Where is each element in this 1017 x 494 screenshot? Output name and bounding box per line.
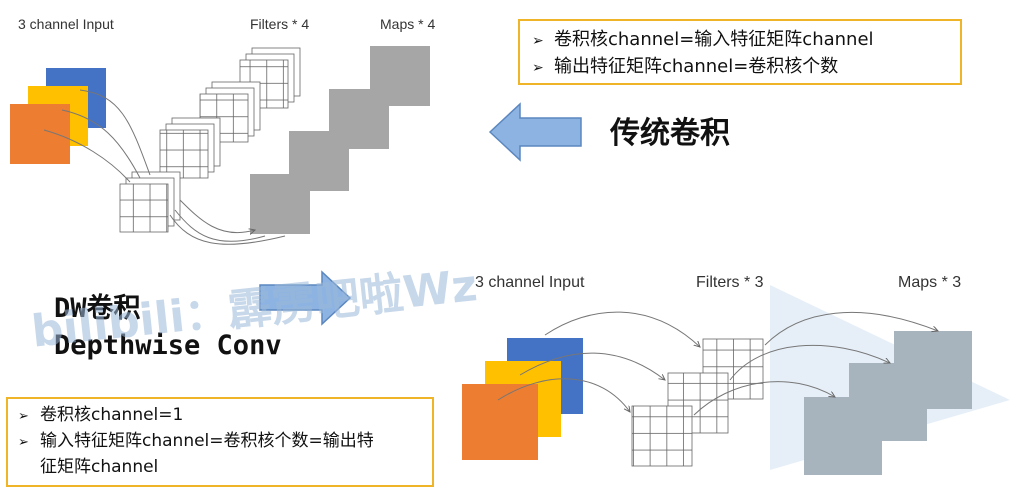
bottom-info-text-1: 卷积核channel=1	[40, 405, 184, 425]
triangle-bullet-icon: ➢	[18, 409, 29, 424]
bottom-info-box: ➢ 卷积核channel=1 ➢ 输入特征矩阵channel=卷积核个数=输出特 征…	[6, 397, 434, 487]
top-connector-curves	[43, 89, 286, 245]
bottom-filters-label: Filters * 3	[696, 274, 764, 291]
top-input-stack	[10, 68, 106, 164]
dw-conv-title: DW卷积	[54, 293, 141, 324]
top-info-text-1: 卷积核channel=输入特征矩阵channel	[554, 29, 874, 50]
top-filter-2	[159, 117, 221, 179]
bottom-map-3	[804, 397, 882, 475]
bottom-input-stack	[462, 338, 583, 460]
left-arrow-icon	[488, 102, 582, 162]
triangle-bullet-icon: ➢	[532, 60, 544, 76]
top-info-box: ➢ 卷积核channel=输入特征矩阵channel ➢ 输出特征矩阵channel…	[518, 19, 962, 85]
top-filters	[119, 47, 301, 233]
bottom-connector-curves	[497, 311, 938, 416]
depthwise-conv-title: Depthwise Conv	[54, 330, 282, 361]
bottom-info-text-2: 输入特征矩阵channel=卷积核个数=输出特	[40, 431, 374, 451]
bottom-filter-3	[631, 405, 693, 467]
bottom-maps	[804, 331, 972, 475]
top-map-1	[250, 174, 310, 234]
bottom-info-item-2-cont: 征矩阵channel	[40, 457, 159, 477]
right-arrow-icon	[259, 270, 352, 326]
bottom-info-item-1: ➢ 卷积核channel=1	[18, 403, 422, 429]
bottom-filters	[631, 338, 764, 467]
top-filters-label: Filters * 4	[250, 16, 310, 32]
top-info-item-1: ➢ 卷积核channel=输入特征矩阵channel	[532, 27, 948, 54]
triangle-bullet-icon: ➢	[532, 33, 544, 49]
triangle-bullet-icon: ➢	[18, 435, 29, 450]
top-info-text-2: 输出特征矩阵channel=卷积核个数	[554, 56, 839, 77]
traditional-conv-title: 传统卷积	[610, 116, 730, 151]
bottom-input-label: 3 channel Input	[475, 274, 585, 291]
bottom-maps-label: Maps * 3	[898, 274, 962, 291]
top-info-item-2: ➢ 输出特征矩阵channel=卷积核个数	[532, 54, 948, 81]
bottom-input-orange	[462, 384, 538, 460]
top-input-orange	[10, 104, 70, 164]
top-input-label: 3 channel Input	[18, 16, 114, 32]
top-filter-1	[119, 171, 181, 233]
bottom-info-item-2: ➢ 输入特征矩阵channel=卷积核个数=输出特	[18, 429, 422, 455]
top-maps-label: Maps * 4	[380, 16, 436, 32]
top-maps	[250, 46, 430, 234]
